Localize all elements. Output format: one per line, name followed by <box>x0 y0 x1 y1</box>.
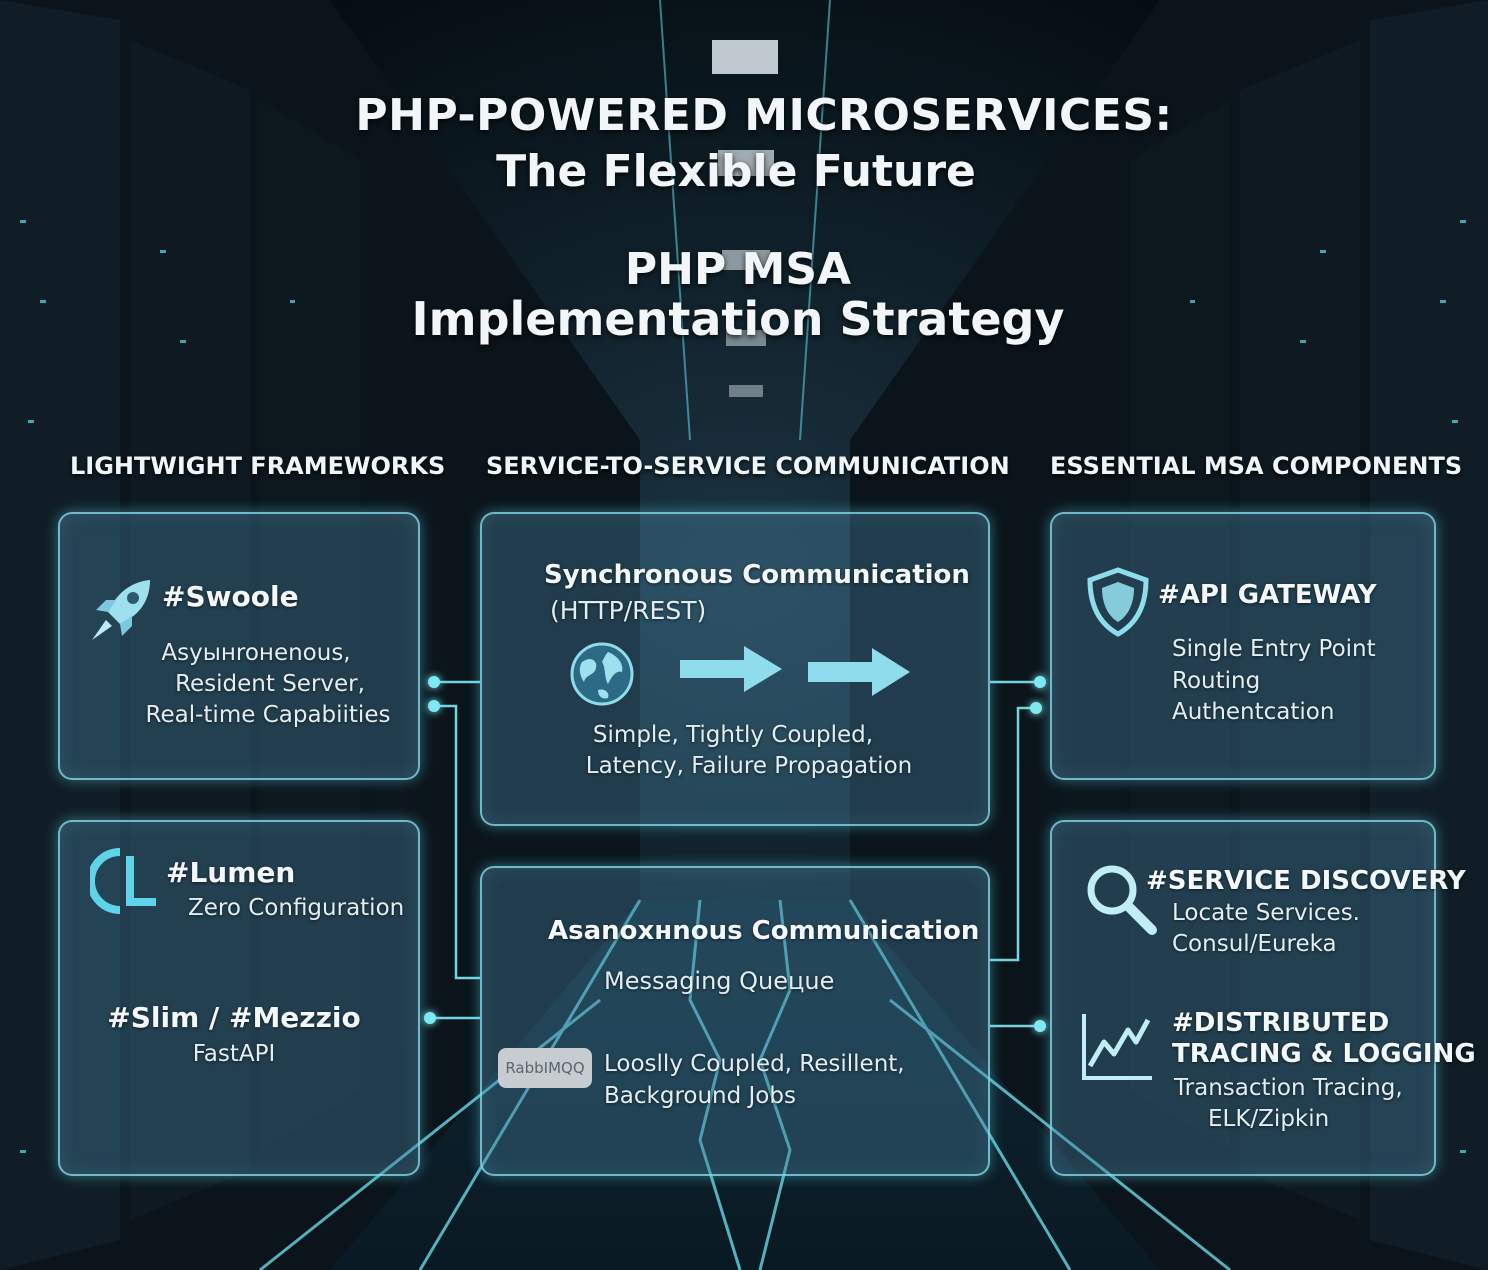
sync-title-line1: Synchronous Communication <box>544 560 970 590</box>
rabbitmq-badge: RabbIMQQ <box>498 1048 592 1088</box>
async-line: Background Jobs <box>604 1083 796 1109</box>
sync-title-line2: (HTTP/REST) <box>550 596 706 625</box>
api-gateway-line: Routing <box>1172 668 1260 694</box>
rocket-icon <box>86 574 158 646</box>
main-title-line1: PHP-POWERED MICROSERVICES: <box>20 90 1488 141</box>
column-heading-communication: SERVICE-TO-SERVICE COMMUNICATION <box>486 452 1010 480</box>
sync-line: Simple, Tightly Coupled, <box>478 722 988 748</box>
api-gateway-line: Single Entry Point <box>1172 636 1376 662</box>
globe-icon <box>568 640 636 708</box>
connector-node <box>424 1012 436 1024</box>
line-chart-icon <box>1080 1012 1154 1082</box>
async-queue: Messaging Queцue <box>604 967 834 995</box>
api-gateway-line: Authentcation <box>1172 699 1334 725</box>
tracing-title-line2: TRACING & LOGGING <box>1172 1039 1476 1069</box>
swoole-line: Asyынroнenous, <box>76 640 436 666</box>
swoole-title: #Swoole <box>162 580 299 613</box>
arrow-right-icon <box>678 644 784 694</box>
swoole-line: Real-time Capabiities <box>88 702 448 728</box>
column-heading-components: ESSENTIAL MSA COMPONENTS <box>1050 452 1462 480</box>
subtitle-line1: PHP MSA <box>0 244 1482 295</box>
slim-title: #Slim / #Mezzio <box>58 1001 410 1034</box>
connector-node <box>1034 676 1046 688</box>
sync-line: Latency, Failure Propagation <box>494 753 1004 779</box>
column-heading-frameworks: LIGHTWIGHT FRAMEWORKS <box>70 452 445 480</box>
subtitle-line2: Implementation Strategy <box>0 292 1482 346</box>
api-gateway-title: #API GATEWAY <box>1158 580 1377 610</box>
main-title-line2: The Flexible Future <box>0 146 1480 197</box>
async-title: Asanoxнnous Communication <box>548 916 979 946</box>
swoole-line: Resident Server, <box>90 671 450 697</box>
service-discovery-line: Locate Services. <box>1172 900 1360 926</box>
async-line: Looslly Coupled, Resillent, <box>604 1051 905 1077</box>
lumen-line: Zero Configuration <box>188 895 404 921</box>
service-discovery-title: #SERVICE DISCOVERY <box>1146 866 1466 896</box>
connector-node <box>1034 1020 1046 1032</box>
shield-icon <box>1086 566 1150 638</box>
arrow-right-icon <box>806 646 912 698</box>
connector-node <box>1030 702 1042 714</box>
tracing-line: Transaction Tracing, <box>1174 1075 1403 1101</box>
tracing-line: ELK/Zipkin <box>1208 1106 1329 1132</box>
lumen-logo-icon <box>90 846 160 916</box>
tracing-title-line1: #DISTRIBUTED <box>1172 1008 1389 1038</box>
async-communication-panel <box>480 866 990 1176</box>
slim-line: FastAPI <box>58 1041 410 1067</box>
service-discovery-line: Consul/Eureka <box>1172 931 1337 957</box>
lumen-title: #Lumen <box>166 856 295 889</box>
